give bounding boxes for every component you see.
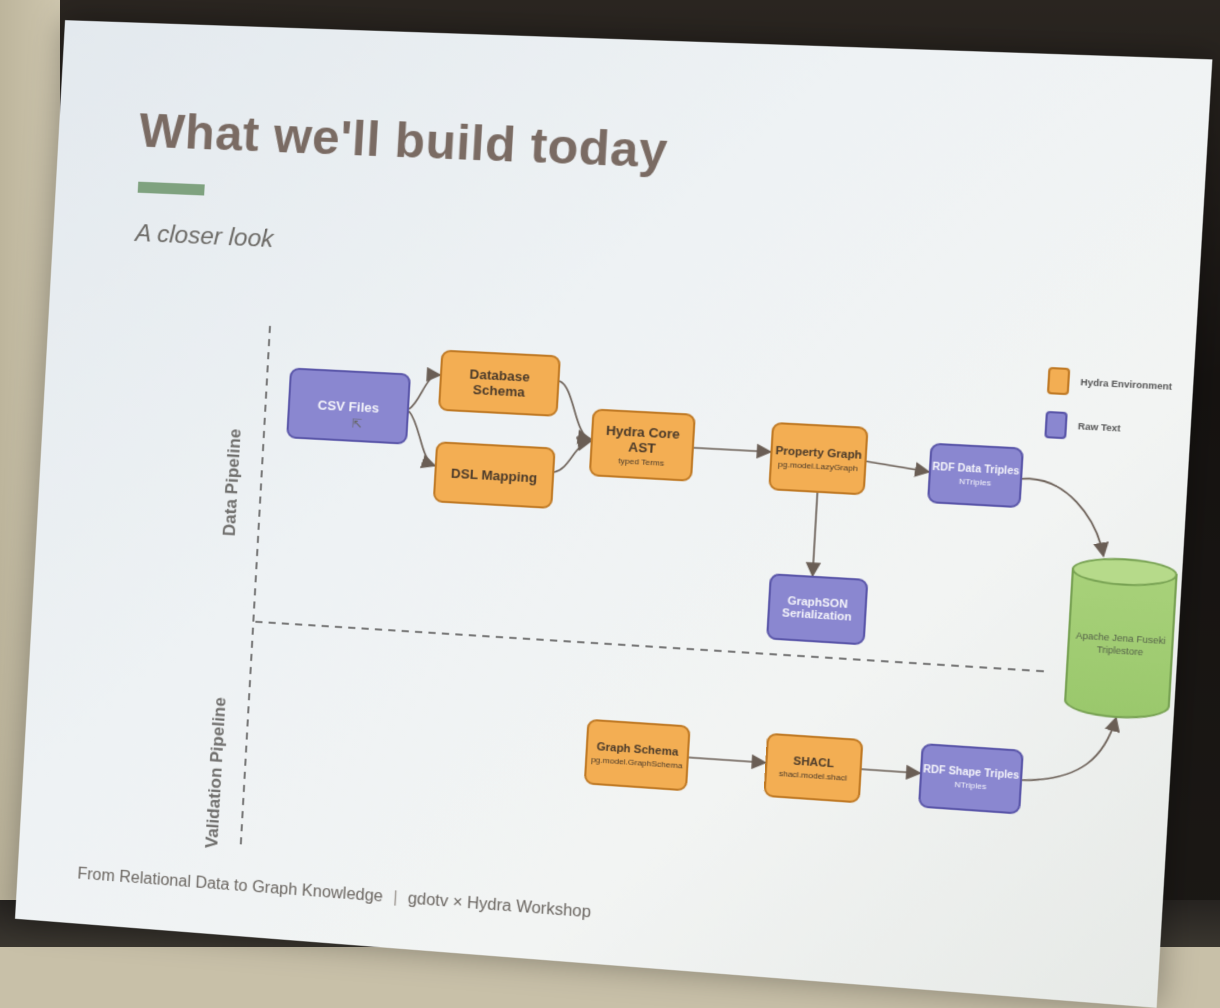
arrow-core-ast-to-property-graph [694,448,771,452]
legend-swatch-hydra [1047,367,1071,395]
rdf-shape-triples-node[interactable]: RDF Shape Triples NTriples [918,743,1024,815]
slide: What we'll build today A closer look [15,20,1212,1008]
rdf-data-triples-label: RDF Data Triples [932,462,1020,478]
csv-files-node[interactable]: CSV Files [286,367,411,444]
arrow-graph-schema-to-shacl [689,757,765,762]
rdf-shape-triples-label: RDF Shape Triples [923,764,1020,782]
diagram-connectors [15,20,1212,1008]
property-graph-node[interactable]: Property Graph pg.model.LazyGraph [768,422,868,496]
legend-raw-label: Raw Text [1078,421,1121,434]
rdf-shape-triples-sub: NTriples [954,780,987,792]
arrow-property-graph-to-rdf-data [864,461,929,472]
projection: What we'll build today A closer look [0,0,1220,947]
apache-jena-fuseki-node[interactable]: Apache Jena Fuseki Triplestore [1063,568,1177,722]
arrow-csv-to-db-schema [409,374,440,411]
property-graph-sub: pg.model.LazyGraph [778,459,858,473]
dsl-mapping-node[interactable]: DSL Mapping [433,441,556,509]
shacl-label: SHACL [793,755,834,770]
csv-files-label: CSV Files [317,397,379,415]
dsl-mapping-label: DSL Mapping [451,465,538,485]
shacl-sub: shacl.model.shacl [779,768,848,782]
hydra-core-ast-label: Hydra Core AST [592,421,693,457]
database-schema-label: Database Schema [441,365,558,401]
hydra-core-ast-node[interactable]: Hydra Core AST typed Terms [589,408,696,481]
shacl-node[interactable]: SHACL shacl.model.shacl [763,733,863,804]
horizontal-divider [255,622,1043,672]
graphson-node[interactable]: GraphSON Serialization [766,573,868,645]
legend-swatch-raw [1044,411,1067,439]
arrow-property-graph-to-graphson [813,493,818,576]
hydra-core-ast-sub: typed Terms [618,456,664,468]
fuseki-label: Apache Jena Fuseki [1076,630,1166,646]
legend-hydra-label: Hydra Environment [1080,377,1172,392]
arrow-rdf-shape-to-fuseki [1022,712,1116,786]
rdf-data-triples-sub: NTriples [959,477,992,488]
arrow-shacl-to-rdf-shape [862,769,920,773]
arrow-db-schema-to-core-ast [556,381,594,439]
footer-separator: | [393,889,398,907]
vertical-divider [240,326,270,850]
graph-schema-node[interactable]: Graph Schema pg.model.GraphSchema [584,719,691,792]
rdf-data-triples-node[interactable]: RDF Data Triples NTriples [927,443,1024,509]
arrow-rdf-data-to-fuseki [1016,478,1108,556]
fuseki-sub: Triplestore [1096,644,1143,657]
mouse-cursor-icon: ⇱ [351,416,362,431]
arrow-dsl-to-core-ast [554,439,590,474]
arrow-csv-to-dsl [406,411,438,465]
database-schema-node[interactable]: Database Schema [438,350,561,417]
legend-raw: Raw Text [1044,411,1121,442]
